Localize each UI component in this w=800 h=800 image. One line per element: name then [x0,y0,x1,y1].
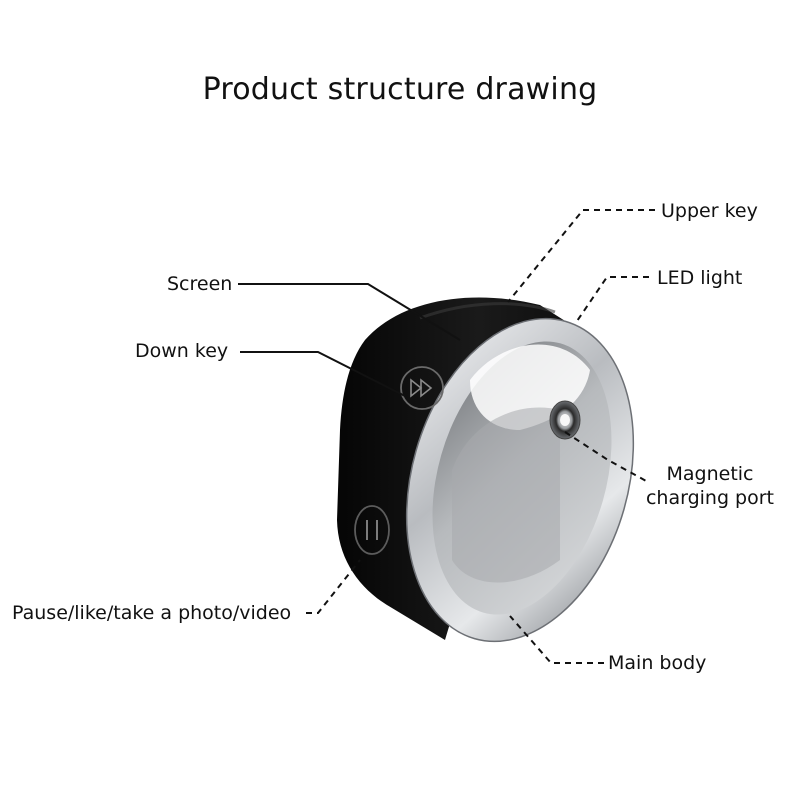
leader-pause [306,559,361,614]
label-magnetic-charging-port: Magnetic charging port [640,462,780,510]
charging-contact-icon [549,400,581,440]
label-pause: Pause/like/take a photo/video [12,602,292,624]
leader-magnetic-port [564,431,649,483]
leader-upper-key [507,209,655,303]
leader-lines [238,209,655,664]
pause-icon [354,505,390,555]
label-screen: Screen [167,273,233,295]
label-upper-key: Upper key [661,200,758,222]
label-main-body: Main body [608,652,707,674]
label-magnetic-line1: Magnetic [666,463,754,485]
leader-down-key [240,351,406,397]
label-down-key: Down key [135,340,229,362]
label-led-light: LED light [657,267,743,289]
leader-led-light [574,276,649,325]
page-title: Product structure drawing [202,72,598,107]
label-magnetic-line2: charging port [645,487,775,509]
fast-forward-icon [400,366,444,410]
leader-screen [238,283,461,341]
